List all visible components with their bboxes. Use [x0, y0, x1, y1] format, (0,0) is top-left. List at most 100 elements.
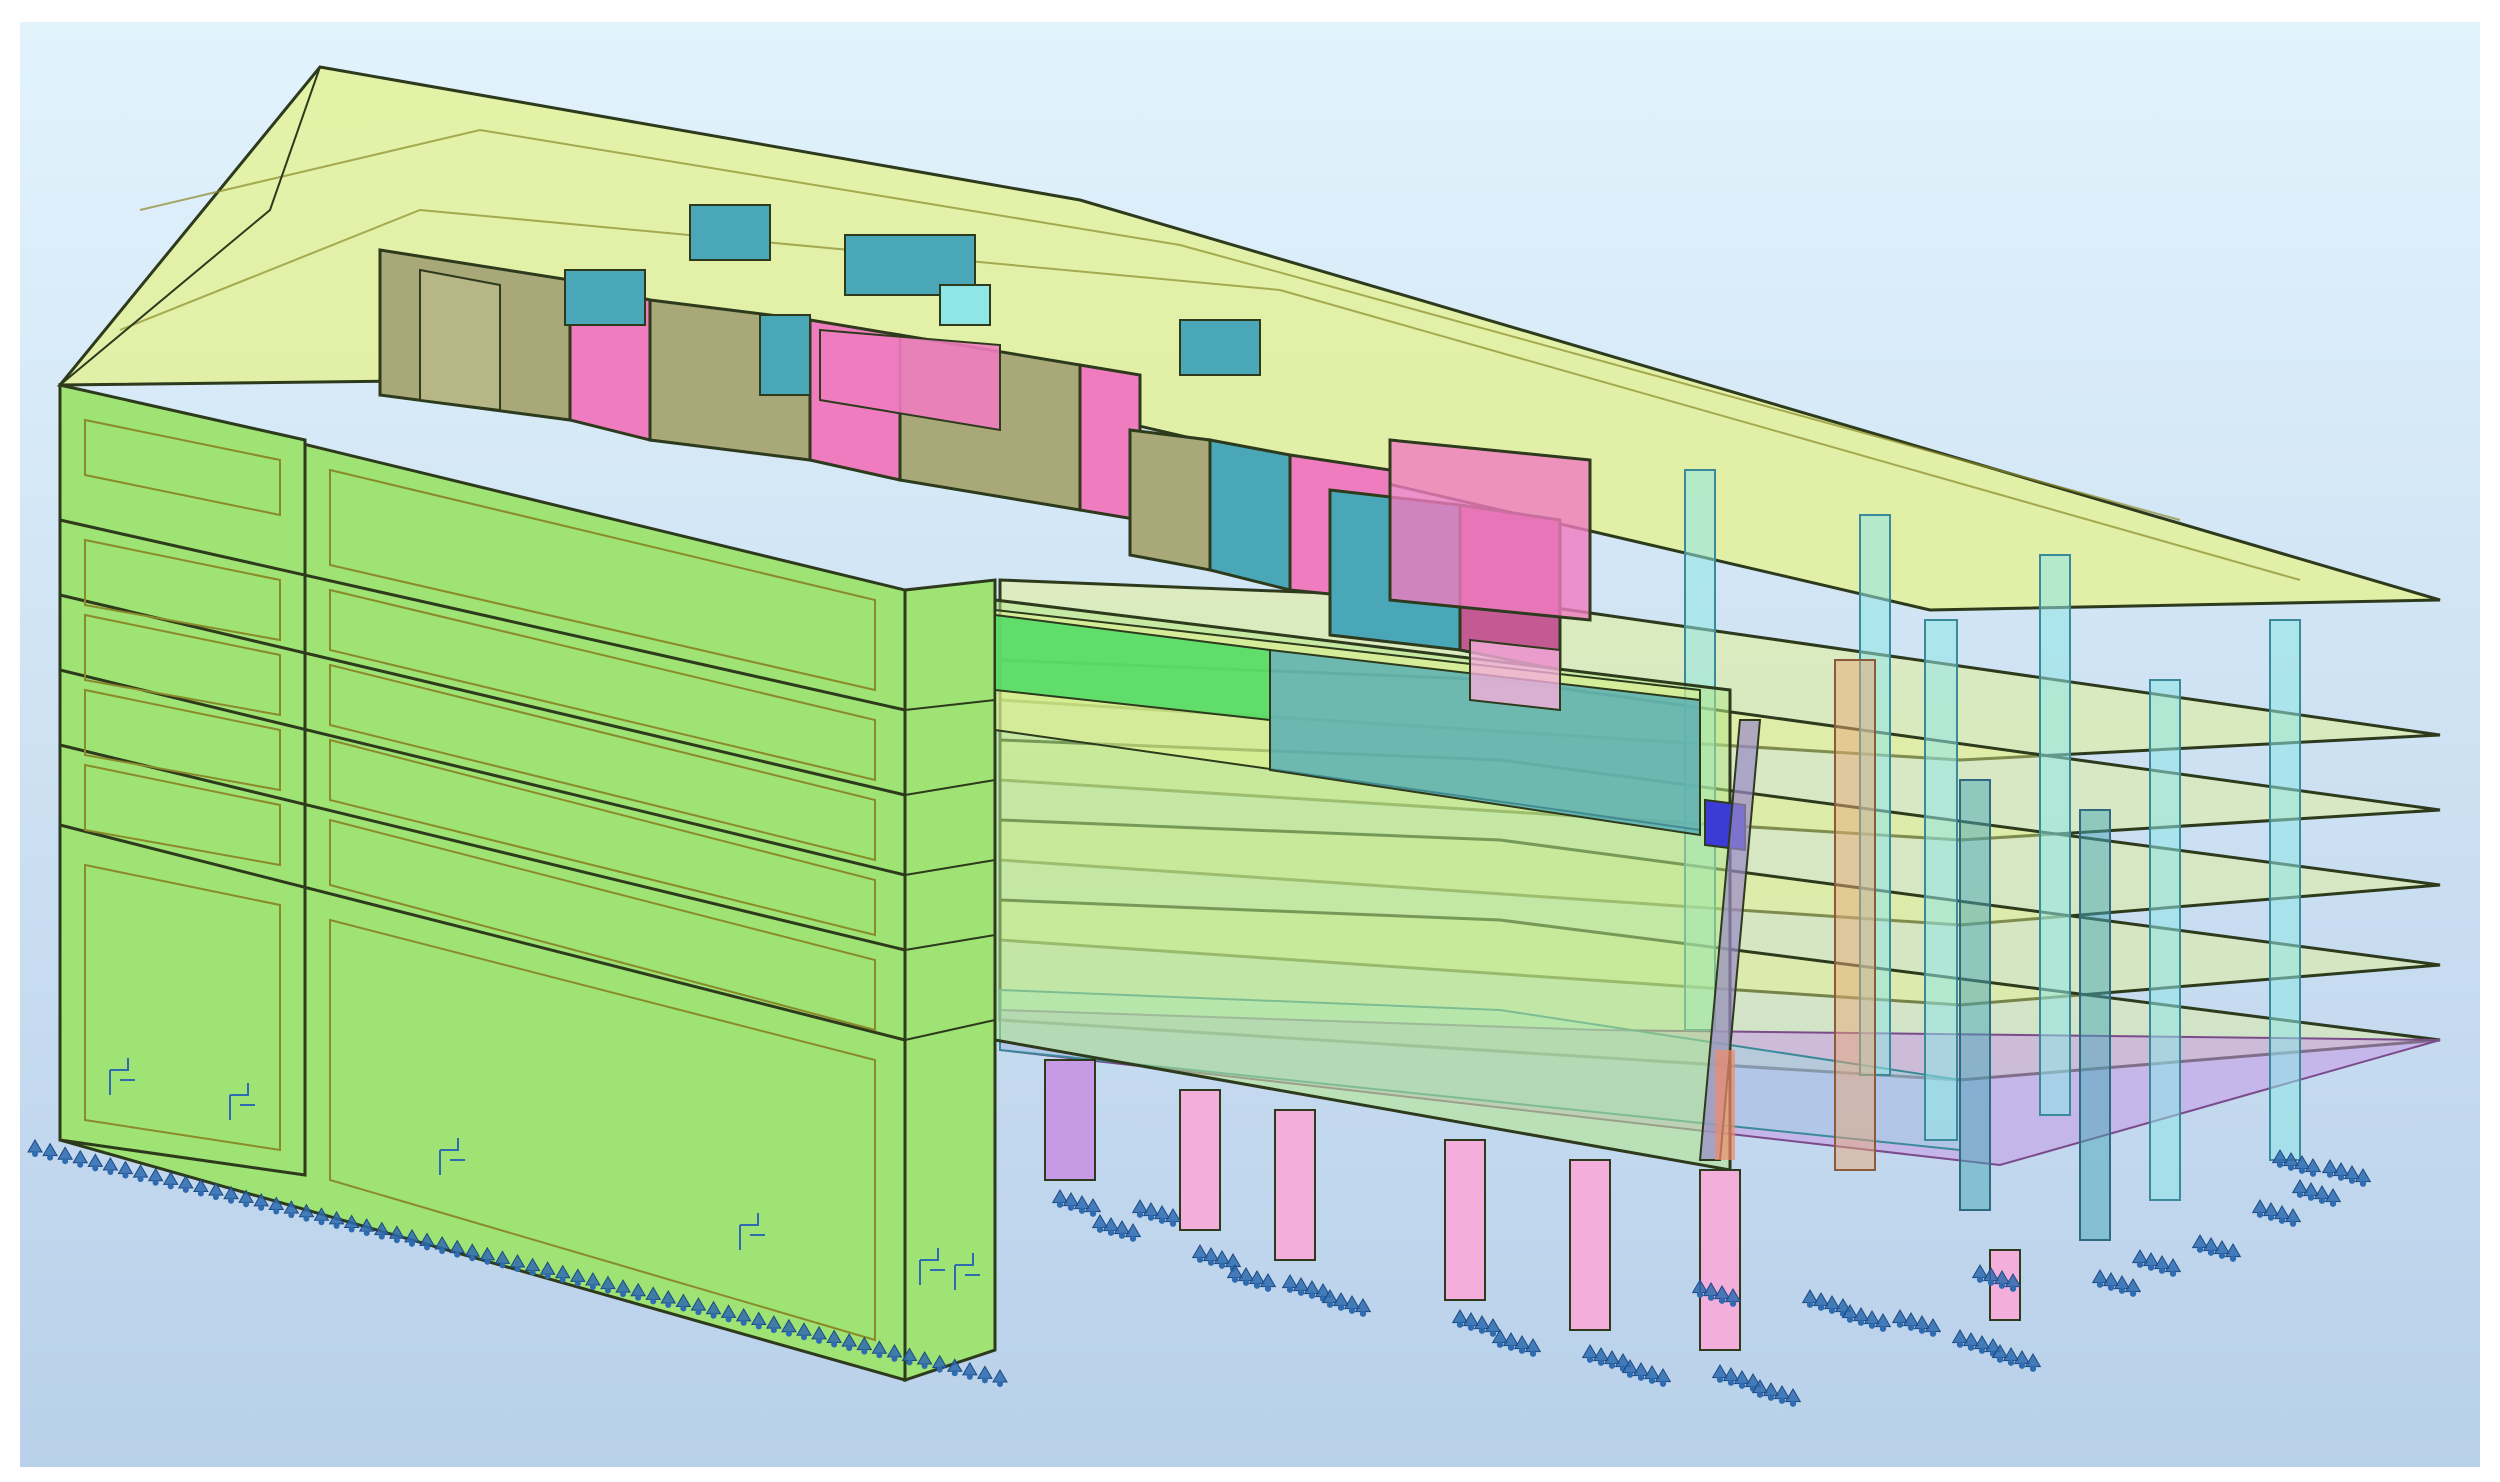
fixed-support-icon [1248, 1270, 1266, 1289]
fixed-support-icon [1751, 1379, 1769, 1398]
fixed-support-icon [615, 1279, 631, 1298]
fixed-support-icon [2343, 1165, 2361, 1184]
local-axis-icon [439, 1138, 465, 1175]
fixed-support-icon [2124, 1278, 2142, 1297]
fixed-support-icon [192, 1178, 209, 1197]
fixed-support-icon [1744, 1373, 1762, 1392]
fixed-support-icon [2153, 1255, 2171, 1274]
fixed-support-icon [328, 1210, 345, 1229]
fixed-support-icon [283, 1200, 300, 1219]
fixed-support-icon [1891, 1309, 1909, 1328]
fixed-support-icon [2291, 1179, 2309, 1198]
local-axis-icon [919, 1248, 945, 1285]
fixed-support-icon [1354, 1298, 1372, 1317]
fixed-support-icon [660, 1289, 677, 1308]
fixed-support-icon [1091, 1214, 1109, 1233]
fixed-support-icon [2164, 1258, 2182, 1277]
fixed-support-icon [2251, 1199, 2269, 1218]
fixed-support-icon [2013, 1350, 2031, 1369]
fixed-support-icon [87, 1153, 104, 1172]
fixed-support-icon [2271, 1149, 2289, 1168]
fixed-support-icon [1581, 1344, 1599, 1363]
fixed-support-icon [841, 1333, 858, 1352]
fixed-support-icon [1603, 1350, 1621, 1369]
fixed-support-icon [2313, 1185, 2331, 1204]
fixed-support-icon [1102, 1217, 1120, 1236]
fixed-support-icon [223, 1185, 239, 1204]
fixed-support-icon [1084, 1198, 1102, 1217]
fixed-support-icon [524, 1257, 541, 1276]
fixed-support-icon [977, 1365, 993, 1384]
fixed-support-icon [1863, 1310, 1881, 1329]
fixed-support-icon [449, 1239, 466, 1258]
fixed-support-icon [2273, 1205, 2291, 1224]
fixed-support-icon [494, 1250, 511, 1269]
fixed-support-icon [1124, 1223, 1142, 1242]
fixed-support-icon [1073, 1195, 1091, 1214]
local-axis-icon [229, 1083, 255, 1120]
fixed-support-icon [2284, 1208, 2302, 1227]
fixed-support-icon [102, 1156, 119, 1175]
column [1959, 779, 1991, 1211]
fixed-support-icon [1226, 1264, 1244, 1283]
column [2149, 679, 2181, 1201]
fixed-support-icon [1722, 1367, 1740, 1386]
fixed-support-icon [1773, 1385, 1791, 1404]
fixed-support-icon [1131, 1199, 1149, 1218]
fixed-support-icon [1724, 1288, 1742, 1307]
fixed-support-icon [1801, 1289, 1819, 1308]
fixed-support-icon [419, 1232, 435, 1251]
local-axis-icon [739, 1213, 765, 1250]
fixed-support-icon [313, 1207, 330, 1226]
fixed-support-icon [298, 1203, 315, 1222]
fixed-support-icon [675, 1293, 692, 1312]
fixed-support-icon [2002, 1347, 2020, 1366]
fixed-support-icon [464, 1243, 481, 1262]
fixed-support-icon [1292, 1277, 1310, 1296]
fixed-support-icon [2024, 1353, 2042, 1372]
fixed-support-icon [253, 1192, 270, 1211]
fixed-support-icon [750, 1311, 767, 1330]
fixed-support-icon [1153, 1205, 1171, 1224]
fixed-support-icon [811, 1325, 827, 1344]
fixed-support-icon [1812, 1292, 1830, 1311]
fixed-support-icon [1841, 1304, 1859, 1323]
fixed-support-icon [2004, 1273, 2022, 1292]
fixed-support-icon [2224, 1243, 2242, 1262]
column [1834, 659, 1876, 1171]
top-partitions [378, 248, 1592, 672]
fixed-support-icon [690, 1297, 707, 1316]
fixed-support-icon [208, 1182, 224, 1201]
column [1924, 619, 1958, 1141]
fixed-support-icon [434, 1236, 450, 1255]
fixed-support-icon [1993, 1270, 2011, 1289]
fixed-support-icon [1502, 1332, 1520, 1351]
fixed-support-icon [2302, 1182, 2320, 1201]
fixed-support-icon [1259, 1273, 1277, 1292]
fixed-support-icon [2191, 1234, 2209, 1253]
fixed-support-icon [1643, 1365, 1661, 1384]
fixed-support-icon [1281, 1274, 1299, 1293]
fixed-support-icon [132, 1164, 149, 1183]
fixed-support-icon [585, 1271, 601, 1290]
fixed-support-icon [2102, 1272, 2120, 1291]
fixed-support-icon [1823, 1295, 1841, 1314]
fixed-support-icon [2213, 1240, 2231, 1259]
fixed-support-icon [1524, 1338, 1542, 1357]
fixed-support-icon [765, 1315, 782, 1334]
fixed-support-icon [1902, 1312, 1920, 1331]
fixed-support-icon [2142, 1252, 2160, 1271]
fixed-support-icon [1321, 1289, 1339, 1308]
fixed-support-icon [373, 1221, 390, 1240]
fixed-support-icon [57, 1146, 74, 1165]
fixed-support-icon [479, 1246, 496, 1265]
fixed-support-icon [796, 1322, 812, 1341]
fixed-support-icon [1491, 1329, 1509, 1348]
fixed-support-icon [630, 1282, 646, 1301]
fixed-support-icon [645, 1286, 662, 1305]
fixed-support-icon [177, 1174, 194, 1193]
fixed-support-icon [1702, 1282, 1720, 1301]
fixed-support-icon [871, 1340, 888, 1359]
